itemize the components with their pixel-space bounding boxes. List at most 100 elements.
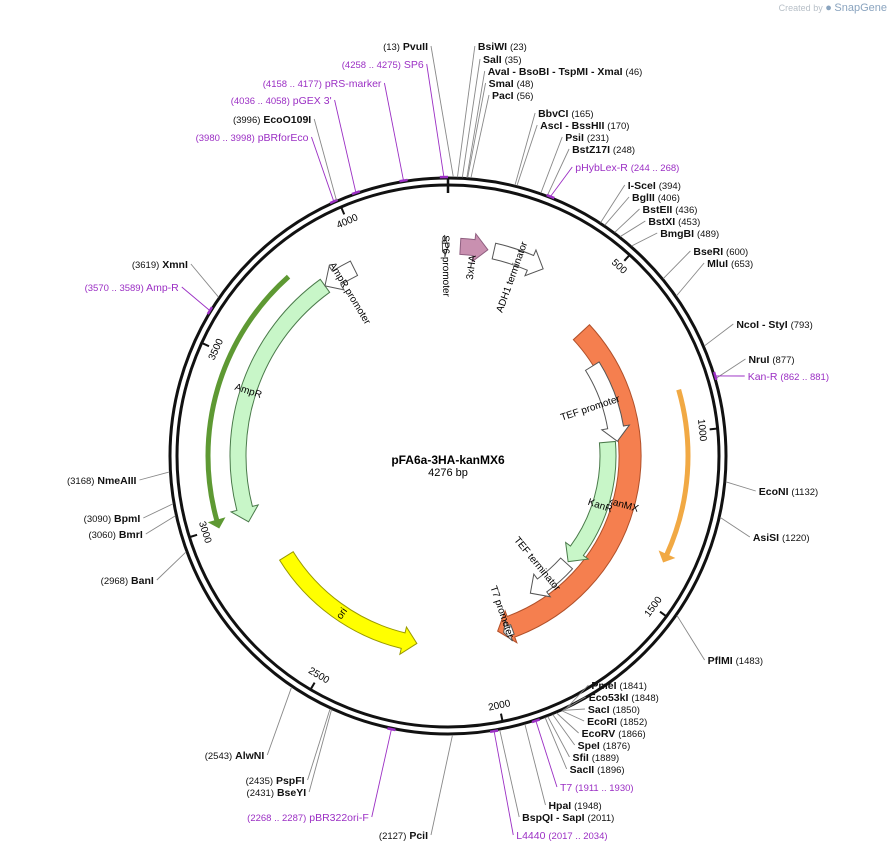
site-bseyi[interactable]: (2431) BseYI <box>247 709 332 799</box>
site-ecori[interactable]: EcoRI (1852) <box>561 710 647 728</box>
site-pmei[interactable]: PmeI (1841) <box>565 680 647 710</box>
site-prs-marker[interactable]: (4158 .. 4177) pRS-marker <box>263 78 408 183</box>
site-sacii[interactable]: SacII (1896) <box>544 717 625 776</box>
site-position: (394) <box>659 181 681 192</box>
feature-3xha[interactable]: 3xHA <box>459 232 489 281</box>
site-bstxi[interactable]: BstXI (453) <box>620 216 700 237</box>
site-name: SalI <box>483 54 502 66</box>
site-pbrforeco[interactable]: (3980 .. 3998) pBRforEco <box>196 132 339 205</box>
site-mlui[interactable]: MluI (653) <box>676 258 753 297</box>
site-sfii[interactable]: SfiI (1889) <box>547 716 619 764</box>
site-sp6[interactable]: (4258 .. 4275) SP6 <box>342 59 449 179</box>
site-kan-r[interactable]: Kan-R (862 .. 881) <box>712 371 829 383</box>
site-name: BsiWI <box>478 41 507 53</box>
site-eco53ki[interactable]: Eco53kI (1848) <box>563 692 659 711</box>
feature-arrow[interactable] <box>441 234 449 258</box>
site-pflmi[interactable]: PflMI (1483) <box>676 615 763 667</box>
site-bbvci[interactable]: BbvCI (165) <box>514 108 594 186</box>
site-leader-line <box>456 45 476 178</box>
site-nmeaiii[interactable]: (3168) NmeAIII <box>67 471 170 487</box>
site-avai[interactable]: AvaI - BsoBI - TspMI - XmaI (46) <box>466 66 642 178</box>
site-paci[interactable]: PacI (56) <box>470 90 534 179</box>
site-name: HpaI <box>548 800 571 812</box>
site-bmri[interactable]: (3060) BmrI <box>88 515 176 541</box>
site-leader-line <box>371 729 392 818</box>
site-alwni[interactable]: (2543) AlwNI <box>205 686 293 762</box>
site-position: (406) <box>658 193 680 204</box>
site-spei[interactable]: SpeI (1876) <box>552 714 630 752</box>
site-l4440[interactable]: L4440 (2017 .. 2034) <box>489 729 608 842</box>
feature-ampr[interactable]: AmpR <box>229 278 331 523</box>
feature-arrow[interactable] <box>491 242 544 277</box>
site-phyblex-r[interactable]: pHybLex-R (244 .. 268) <box>546 162 680 200</box>
site-saci[interactable]: SacI (1850) <box>562 704 640 716</box>
site-leader-line <box>308 709 332 793</box>
site-name: Amp-R <box>146 282 179 294</box>
site-position: (1896) <box>597 765 624 776</box>
site-label-text: T7 (1911 .. 1930) <box>560 782 634 794</box>
site-pspfi[interactable]: (2435) PspFI <box>246 708 331 787</box>
feature-arrow[interactable] <box>229 278 331 523</box>
site-xmni[interactable]: (3619) XmnI <box>132 259 219 298</box>
feature-kanr[interactable]: KanR <box>564 440 617 563</box>
site-position: (3168) <box>67 476 94 487</box>
feature-arrow[interactable] <box>459 232 489 263</box>
site-label-text: Kan-R (862 .. 881) <box>748 371 829 383</box>
site-amp-r[interactable]: (3570 .. 3589) Amp-R <box>85 282 214 315</box>
feature-label: ori <box>335 606 350 621</box>
site-pbr322ori-f[interactable]: (2268 .. 2287) pBR322ori-F <box>247 727 396 824</box>
site-position: (48) <box>517 79 534 90</box>
site-pvuii[interactable]: (13) PvuII <box>383 41 454 178</box>
tick-mark <box>202 342 210 348</box>
site-bglii[interactable]: BglII (406) <box>604 192 680 226</box>
site-asci[interactable]: AscI - BssHII (170) <box>516 120 630 186</box>
feature-arrow[interactable] <box>497 324 642 644</box>
feature-arrow[interactable] <box>324 260 359 291</box>
feature-adh1-terminator[interactable]: ADH1 terminator <box>491 240 544 314</box>
site-label-text: (2268 .. 2287) pBR322ori-F <box>247 812 369 824</box>
site-leader-line <box>631 232 658 247</box>
site-psii[interactable]: PsiI (231) <box>540 132 609 194</box>
feature-sp6-promoter[interactable]: SP6 promoter <box>439 234 451 298</box>
feature-arrow[interactable] <box>529 557 574 598</box>
site-bseri[interactable]: BseRI (600) <box>663 246 748 279</box>
site-label-text: Eco53kI (1848) <box>589 692 659 704</box>
site-name: Eco53kI <box>589 692 629 704</box>
site-bspqi[interactable]: BspQI - SapI (2011) <box>499 730 615 824</box>
tick-mark <box>623 254 630 262</box>
feature-ampr-promoter[interactable]: AmpR promoter <box>324 260 373 328</box>
feature-arrow[interactable] <box>584 361 631 442</box>
site-label-text: (3168) NmeAIII <box>67 475 137 487</box>
site-smai[interactable]: SmaI (48) <box>467 78 534 178</box>
site-label-text: (3619) XmnI <box>132 259 188 271</box>
site-leader-line <box>719 517 751 538</box>
site-bsteii[interactable]: BstEII (436) <box>614 204 698 233</box>
site-position: (4158 .. 4177) <box>263 79 322 90</box>
site-bsiwi[interactable]: BsiWI (23) <box>456 41 527 178</box>
site-pgex3[interactable]: (4036 .. 4058) pGEX 3' <box>231 95 361 196</box>
site-name: AsiSI <box>753 532 779 544</box>
site-i-scei[interactable]: I-SceI (394) <box>600 180 681 223</box>
site-bpmi[interactable]: (3090) BpmI <box>84 503 174 525</box>
site-bmgbi[interactable]: BmgBI (489) <box>631 228 720 247</box>
site-leader-line <box>470 94 490 179</box>
site-ecorv[interactable]: EcoRV (1866) <box>556 712 646 740</box>
site-sali[interactable]: SalI (35) <box>461 54 522 178</box>
site-pcii[interactable]: (2127) PciI <box>379 734 453 842</box>
site-hpai[interactable]: HpaI (1948) <box>524 724 602 812</box>
site-bani[interactable]: (2968) BanI <box>101 551 187 587</box>
feature-arrow[interactable] <box>564 440 617 563</box>
feature-kanmx[interactable]: kanMX <box>497 324 642 644</box>
feature-arrow[interactable] <box>278 551 418 656</box>
site-bstz17i[interactable]: BstZ17I (248) <box>547 144 635 196</box>
site-label-text: (2127) PciI <box>379 830 428 842</box>
feature-ori[interactable]: ori <box>278 551 418 656</box>
site-asisi[interactable]: AsiSI (1220) <box>719 517 809 544</box>
site-econi[interactable]: EcoNI (1132) <box>725 481 818 498</box>
site-ncoi[interactable]: NcoI - StyI (793) <box>704 319 813 347</box>
site-ecoo109i[interactable]: (3996) EcoO109I <box>233 114 337 201</box>
feature-arrow[interactable] <box>503 620 515 642</box>
site-leader-line <box>535 720 558 788</box>
site-nrui[interactable]: NruI (877) <box>715 354 795 379</box>
site-t7[interactable]: T7 (1911 .. 1930) <box>531 718 634 794</box>
